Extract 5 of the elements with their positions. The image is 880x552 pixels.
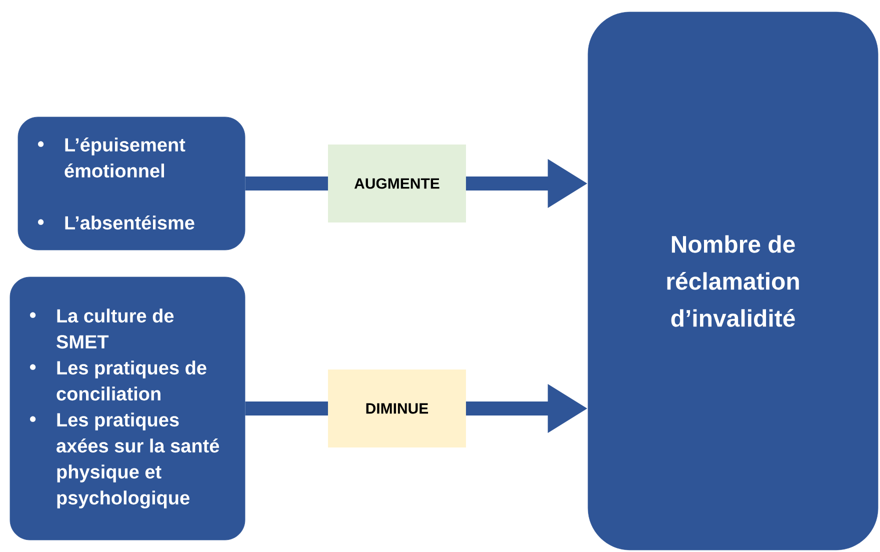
rounded-box: L’épuisement émotionnel L’absentéisme xyxy=(18,116,246,250)
edge-label: AUGMENTE xyxy=(328,144,466,222)
edge-label: DIMINUE xyxy=(328,370,466,448)
rounded-box: La culture de SMET Les pratiques de conciliation Les pratiques axées sur la santé physique et psychologique xyxy=(10,276,246,540)
rounded-box: Nombre de réclamation d’invalidité xyxy=(588,12,878,550)
